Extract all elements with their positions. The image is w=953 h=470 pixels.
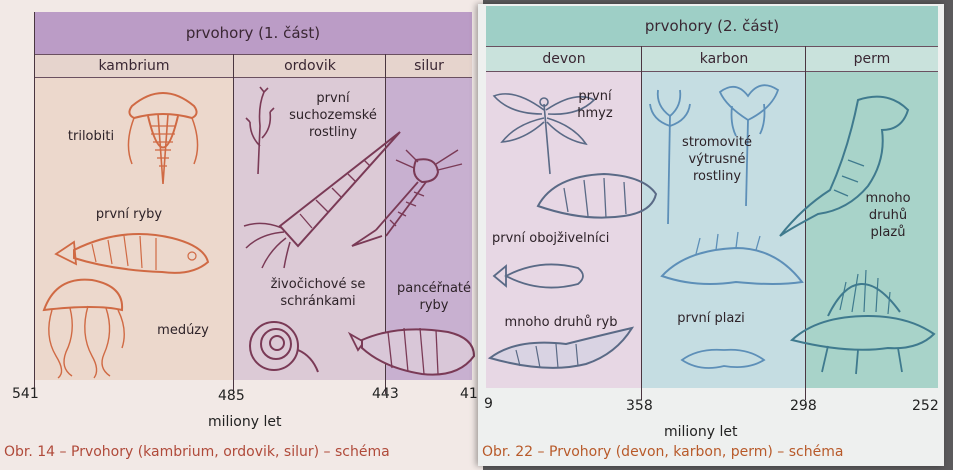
trilobite-illustration	[122, 84, 204, 188]
divider-left-edge	[34, 12, 35, 394]
right-diagram-page: prvohory (2. část) devon karbon perm prv…	[478, 4, 944, 466]
label-many-reptiles: mnoho druhů plazů	[858, 190, 918, 241]
right-title: prvohory (2. část)	[645, 17, 779, 35]
left-axis-title: miliony let	[208, 414, 281, 430]
left-title: prvohory (1. část)	[186, 24, 320, 42]
tick-358: 358	[626, 398, 653, 414]
tick-298: 298	[790, 398, 817, 414]
label-first-reptiles: první plazi	[666, 310, 756, 327]
period-header-silur: silur	[386, 55, 472, 77]
label-trilobites: trilobiti	[56, 128, 126, 145]
nautiloid-shell-illustration	[246, 316, 322, 376]
sea-scorpion-illustration	[346, 146, 466, 250]
period-header-karbon: karbon	[642, 48, 806, 70]
period-header-perm: perm	[806, 48, 938, 70]
period-header-kambrium: kambrium	[34, 55, 234, 77]
tick-9: 9	[484, 396, 493, 412]
right-title-band: prvohory (2. část)	[486, 6, 938, 46]
label-jellyfish: medúzy	[148, 322, 218, 339]
divider-485	[233, 54, 234, 394]
label-first-amphibians: první obojživelníci	[492, 230, 642, 247]
left-diagram-page: prvohory (1. část) kambrium ordovik silu…	[0, 0, 483, 470]
lobe-fin-fish-illustration	[486, 324, 636, 380]
tick-252: 252	[912, 398, 939, 414]
armored-fish-illustration	[348, 316, 478, 382]
left-caption: Obr. 14 – Prvohory (kambrium, ordovik, s…	[4, 444, 390, 460]
small-reptile-illustration	[678, 340, 768, 374]
label-first-insects: první hmyz	[570, 88, 620, 122]
first-fish-illustration	[52, 218, 212, 284]
right-axis-title: miliony let	[664, 424, 737, 440]
left-title-band: prvohory (1. část)	[34, 12, 472, 54]
label-shelled-animals: živočichové se schránkami	[246, 276, 390, 310]
right-caption: Obr. 22 – Prvohory (devon, karbon, perm)…	[482, 444, 843, 460]
period-header-ordovik: ordovik	[234, 55, 386, 77]
dimetrodon-illustration	[788, 260, 938, 376]
period-header-devon: devon	[486, 48, 642, 70]
tick-41: 41	[460, 386, 478, 402]
label-armored-fish: pancéřnaté ryby	[390, 280, 478, 314]
label-first-fish: první ryby	[84, 206, 174, 223]
label-tree-spore-plants: stromovité výtrusné rostliny	[674, 134, 760, 185]
devonian-fish-illustration	[490, 254, 590, 298]
amphibian-illustration	[534, 166, 660, 226]
jellyfish-illustration	[36, 276, 136, 380]
reptile-illustration	[656, 232, 806, 292]
tick-485: 485	[218, 388, 245, 404]
tick-541: 541	[12, 386, 39, 402]
tick-443: 443	[372, 386, 399, 402]
